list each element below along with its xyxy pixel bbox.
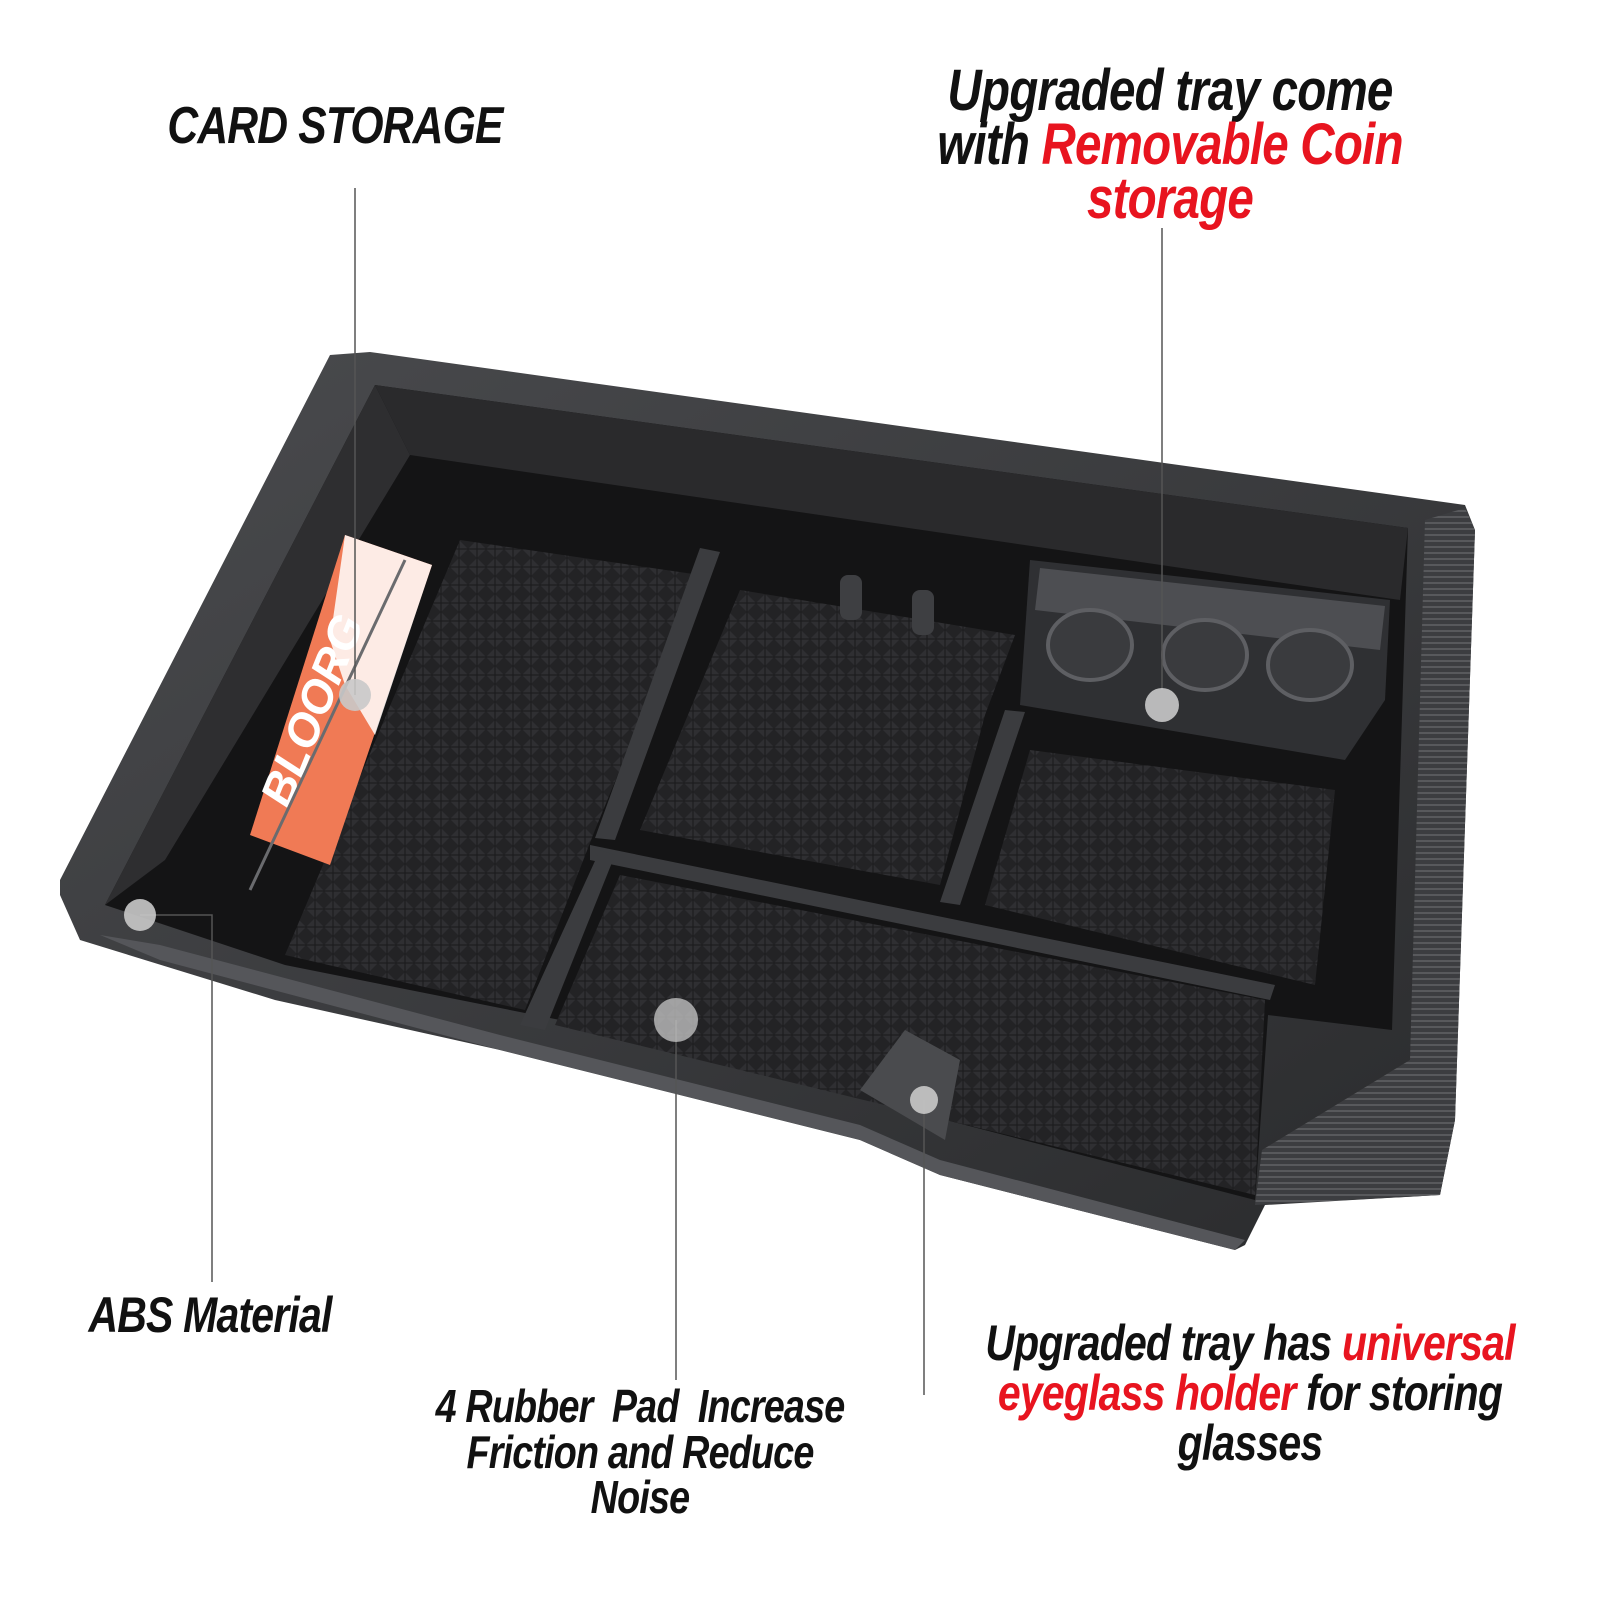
callout-markers: [124, 679, 1179, 1114]
card-storage-text: CARD STORAGE: [167, 97, 503, 155]
eyeglass-line-2: eyeglass holder for storing: [955, 1368, 1545, 1418]
marker-card: [339, 679, 371, 711]
coin-storage-label: Upgraded tray come with Removable Coin s…: [908, 58, 1433, 231]
eyeglass-line-2-plain: for storing: [1295, 1365, 1503, 1421]
rubber-pad-label: 4 Rubber Pad Increase Friction and Reduc…: [394, 1380, 886, 1524]
dividers: [520, 548, 1275, 1030]
rubber-line-2: Friction and Reduce: [466, 1425, 814, 1478]
rubber-line-1: 4 Rubber Pad Increase: [435, 1380, 846, 1432]
marker-coin: [1145, 688, 1179, 722]
abs-material-label: ABS Material: [54, 1290, 366, 1341]
pen-pegs: [840, 575, 934, 635]
eyeglass-line-3: glasses: [1177, 1415, 1324, 1471]
marker-abs: [124, 899, 156, 931]
eyeglass-notch: [860, 1030, 960, 1140]
coin-line-1: Upgraded tray come: [947, 58, 1393, 123]
rubber-line-3: Noise: [590, 1471, 690, 1524]
marker-eyeglass: [910, 1086, 938, 1114]
eyeglass-line-2-red: eyeglass holder: [997, 1365, 1296, 1421]
abs-text: ABS Material: [88, 1287, 332, 1343]
eyeglass-line-1: Upgraded tray has universal: [955, 1318, 1545, 1368]
eyeglass-line-1-plain: Upgraded tray has: [985, 1315, 1342, 1371]
marker-rubber: [654, 998, 698, 1042]
card-strap: [248, 559, 407, 891]
coin-line-2-red: Removable Coin: [1041, 111, 1404, 177]
coin-line-2-plain: with: [937, 111, 1042, 177]
eyeglass-line-1-red: universal: [1341, 1315, 1515, 1371]
eyeglass-holder-label: Upgraded tray has universal eyeglass hol…: [955, 1318, 1545, 1468]
coin-line-2: with Removable Coin: [908, 115, 1433, 173]
coin-holder: [1020, 560, 1390, 760]
leader-lines: [140, 188, 1163, 1395]
coin-line-3: storage: [1086, 165, 1254, 231]
card-storage-label: CARD STORAGE: [151, 97, 520, 155]
